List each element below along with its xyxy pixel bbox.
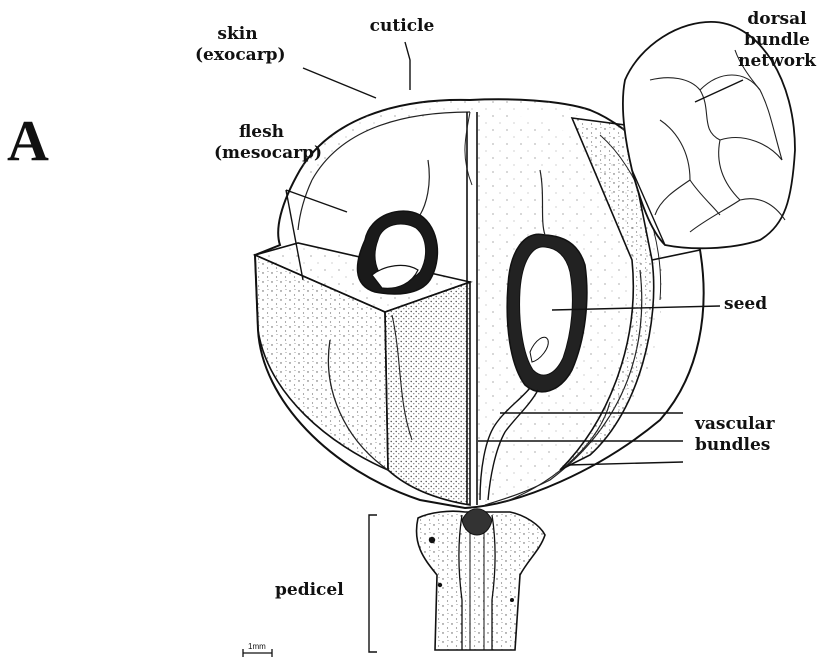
dorsal-label-line2: bundle <box>732 30 822 51</box>
scale-bar-label: 1mm <box>248 642 266 651</box>
seed-label: seed <box>724 294 767 315</box>
dorsal-bundle-network-label: dorsal bundle network <box>732 9 822 72</box>
flesh-label-line2: (mesocarp) <box>214 143 309 164</box>
vascular-label-line1: vascular <box>695 414 775 435</box>
pedicel-label: pedicel <box>275 580 344 601</box>
pedicel-drawing <box>416 509 545 650</box>
vascular-bundles-label: vascular bundles <box>695 414 775 456</box>
skin-label-line1: skin <box>195 24 280 45</box>
pedicel-bracket <box>369 515 377 652</box>
skin-label-line2: (exocarp) <box>195 45 280 66</box>
vascular-label-line2: bundles <box>695 435 775 456</box>
dorsal-label-line3: network <box>732 51 822 72</box>
skin-label: skin (exocarp) <box>195 24 280 66</box>
panel-letter: A <box>7 111 49 171</box>
flesh-label-line1: flesh <box>214 122 309 143</box>
flesh-label: flesh (mesocarp) <box>214 122 309 164</box>
cuticle-label: cuticle <box>362 16 442 37</box>
dorsal-label-line1: dorsal <box>732 9 822 30</box>
